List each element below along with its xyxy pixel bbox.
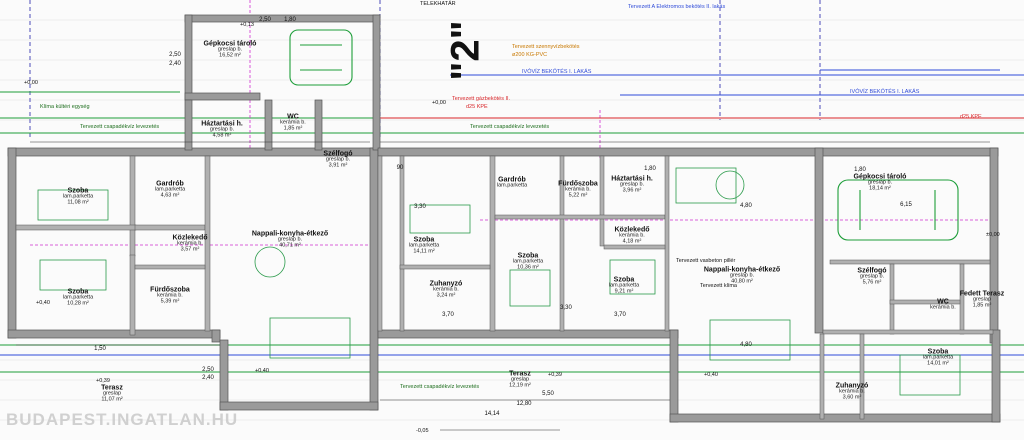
- dimension-label: 3,30: [560, 305, 572, 311]
- dimension-label: 1,80: [644, 166, 656, 172]
- level-mark: +0,40: [255, 368, 269, 374]
- note-drain-3: Tervezett csapadékvíz levezetés: [400, 384, 480, 390]
- note-water-connection-2: IVÓVÍZ BEKÖTÉS I. LAKÁS: [850, 89, 920, 95]
- level-mark: +0,39: [548, 372, 562, 378]
- note-drain-2: Tervezett csapadékvíz levezetés: [470, 124, 550, 130]
- level-mark: +0,00: [432, 100, 446, 106]
- dimension-label: 3,70: [442, 312, 454, 318]
- watermark-logo: BUDAPEST.INGATLAN.HU: [6, 410, 239, 429]
- dimension-label: 12,80: [516, 401, 532, 407]
- note-sewer-pipe: ø200 KG-PVC: [512, 52, 548, 58]
- furniture: [37, 167, 961, 396]
- dimension-label: 4,80: [740, 203, 752, 209]
- note-sewer: Tervezett szennyvízbekötés: [512, 44, 580, 50]
- dimension-label: 4,80: [740, 342, 752, 348]
- plot-boundaries: [29, 0, 821, 140]
- car-symbols: [289, 29, 959, 241]
- dimension-label: 2,50: [202, 367, 214, 373]
- dimension-label: 1,50: [94, 346, 106, 352]
- dimension-lines: [16, 141, 990, 431]
- level-mark: ±0,00: [986, 232, 1000, 238]
- utility-lines-blue: [0, 69, 1024, 356]
- dimension-label: 1,80: [854, 167, 866, 173]
- level-mark: +0,39: [96, 378, 110, 384]
- note-electric: Tervezett A Elektromos bekötés II. lakás: [628, 4, 726, 10]
- dimension-label: 14,14: [484, 411, 500, 417]
- dimension-label: 2,50: [169, 52, 181, 58]
- level-mark: +0,40: [36, 300, 50, 306]
- dimension-label: 6,15: [900, 202, 912, 208]
- dimension-label: 3,30: [414, 204, 426, 210]
- dimension-label: 1,80: [284, 17, 296, 23]
- dimension-label: 2,40: [202, 375, 214, 381]
- level-mark: -0,05: [416, 428, 429, 434]
- dimension-label: 90: [396, 165, 404, 171]
- plan-number-label: "2": [443, 20, 488, 81]
- dimension-label: 2,40: [169, 61, 181, 67]
- exterior-walls: [7, 14, 1001, 423]
- dimension-label: 2,50: [259, 17, 271, 23]
- room-utility-1: Háztartási h.greslap b.4,58 m²: [201, 120, 243, 139]
- dimension-label: 3,70: [614, 312, 626, 318]
- room-utility-2: Háztartási h.greslap b.3,96 m²: [611, 175, 653, 194]
- dimension-label: 5,50: [542, 391, 554, 397]
- utility-lines-magenta: [30, 0, 990, 246]
- note-gas-pipe: d25 KPE: [466, 104, 488, 110]
- interior-walls: [15, 155, 994, 420]
- note-gas-pipe-2: d25 KPE: [960, 114, 982, 120]
- note-climate-unit: Klíma kültéri egység: [40, 104, 90, 110]
- note-drain: Tervezett csapadékvíz levezetés: [80, 124, 160, 130]
- note-pillar: Tervezett vasbeton pillér: [676, 258, 736, 264]
- note-plot-boundary: TELEKHATÁR: [420, 1, 456, 7]
- note-climate: Tervezett klíma: [700, 283, 737, 289]
- note-gas-connection: Tervezett gázbekötés II.: [452, 96, 511, 102]
- level-mark: +0,00: [24, 80, 38, 86]
- note-water-connection: IVÓVÍZ BEKÖTÉS I. LAKÁS: [522, 69, 592, 75]
- level-mark: +0,40: [704, 372, 718, 378]
- level-mark: +0,13: [240, 22, 254, 28]
